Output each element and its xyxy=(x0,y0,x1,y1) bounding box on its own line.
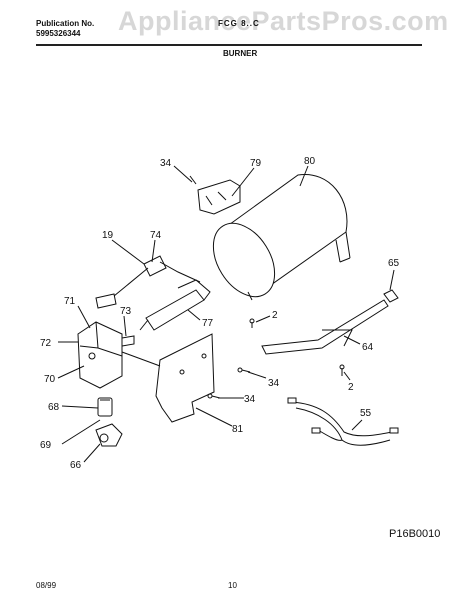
diagram-code: P16B0010 xyxy=(389,528,441,540)
part-80-burner-drum xyxy=(212,173,351,301)
callout-81: 81 xyxy=(232,424,244,435)
page-number: 10 xyxy=(228,581,237,590)
publication-label: Publication No. xyxy=(36,19,95,28)
callout-34: 34 xyxy=(244,394,256,405)
watermark: AppliancePartsPros.com xyxy=(118,6,449,36)
callout-80: 80 xyxy=(304,156,316,167)
callout-19: 19 xyxy=(102,230,114,241)
callout-2: 2 xyxy=(348,382,354,393)
part-81-mounting-plate xyxy=(121,333,215,423)
callout-70: 70 xyxy=(44,374,56,385)
part-66-elbow xyxy=(95,423,123,447)
callout-55: 55 xyxy=(360,408,372,419)
callout-69: 69 xyxy=(40,440,52,451)
footer-date: 08/99 xyxy=(36,581,57,590)
model-number: FCG 8..C xyxy=(218,19,260,28)
callout-2: 2 xyxy=(272,310,278,321)
part-68-cap xyxy=(97,397,113,417)
part-74-clip xyxy=(95,255,201,309)
header-rule xyxy=(36,44,422,46)
callout-34: 34 xyxy=(160,158,172,169)
callout-73: 73 xyxy=(120,306,132,317)
part-79-bracket xyxy=(197,179,241,215)
publication-number: 5995326344 xyxy=(36,29,81,38)
callout-74: 74 xyxy=(150,230,162,241)
callout-65: 65 xyxy=(388,258,400,269)
callout-77: 77 xyxy=(202,318,214,329)
callout-66: 66 xyxy=(70,460,82,471)
callout-34: 34 xyxy=(268,378,280,389)
part-73-fitting xyxy=(121,335,135,347)
leader-lines xyxy=(57,165,395,463)
callout-72: 72 xyxy=(40,338,52,349)
part-55-wire-harness xyxy=(287,397,399,446)
part-77-manifold xyxy=(139,279,211,331)
part-70-gas-valve xyxy=(77,321,123,389)
callout-68: 68 xyxy=(48,402,60,413)
part-65-orifice xyxy=(383,289,399,303)
section-title: BURNER xyxy=(223,49,258,58)
callout-64: 64 xyxy=(362,342,374,353)
callout-71: 71 xyxy=(64,296,76,307)
callout-79: 79 xyxy=(250,158,262,169)
callouts: 34 79 80 19 74 71 73 72 70 77 2 65 64 34… xyxy=(40,156,400,471)
part-64-burner-tube xyxy=(261,299,389,355)
